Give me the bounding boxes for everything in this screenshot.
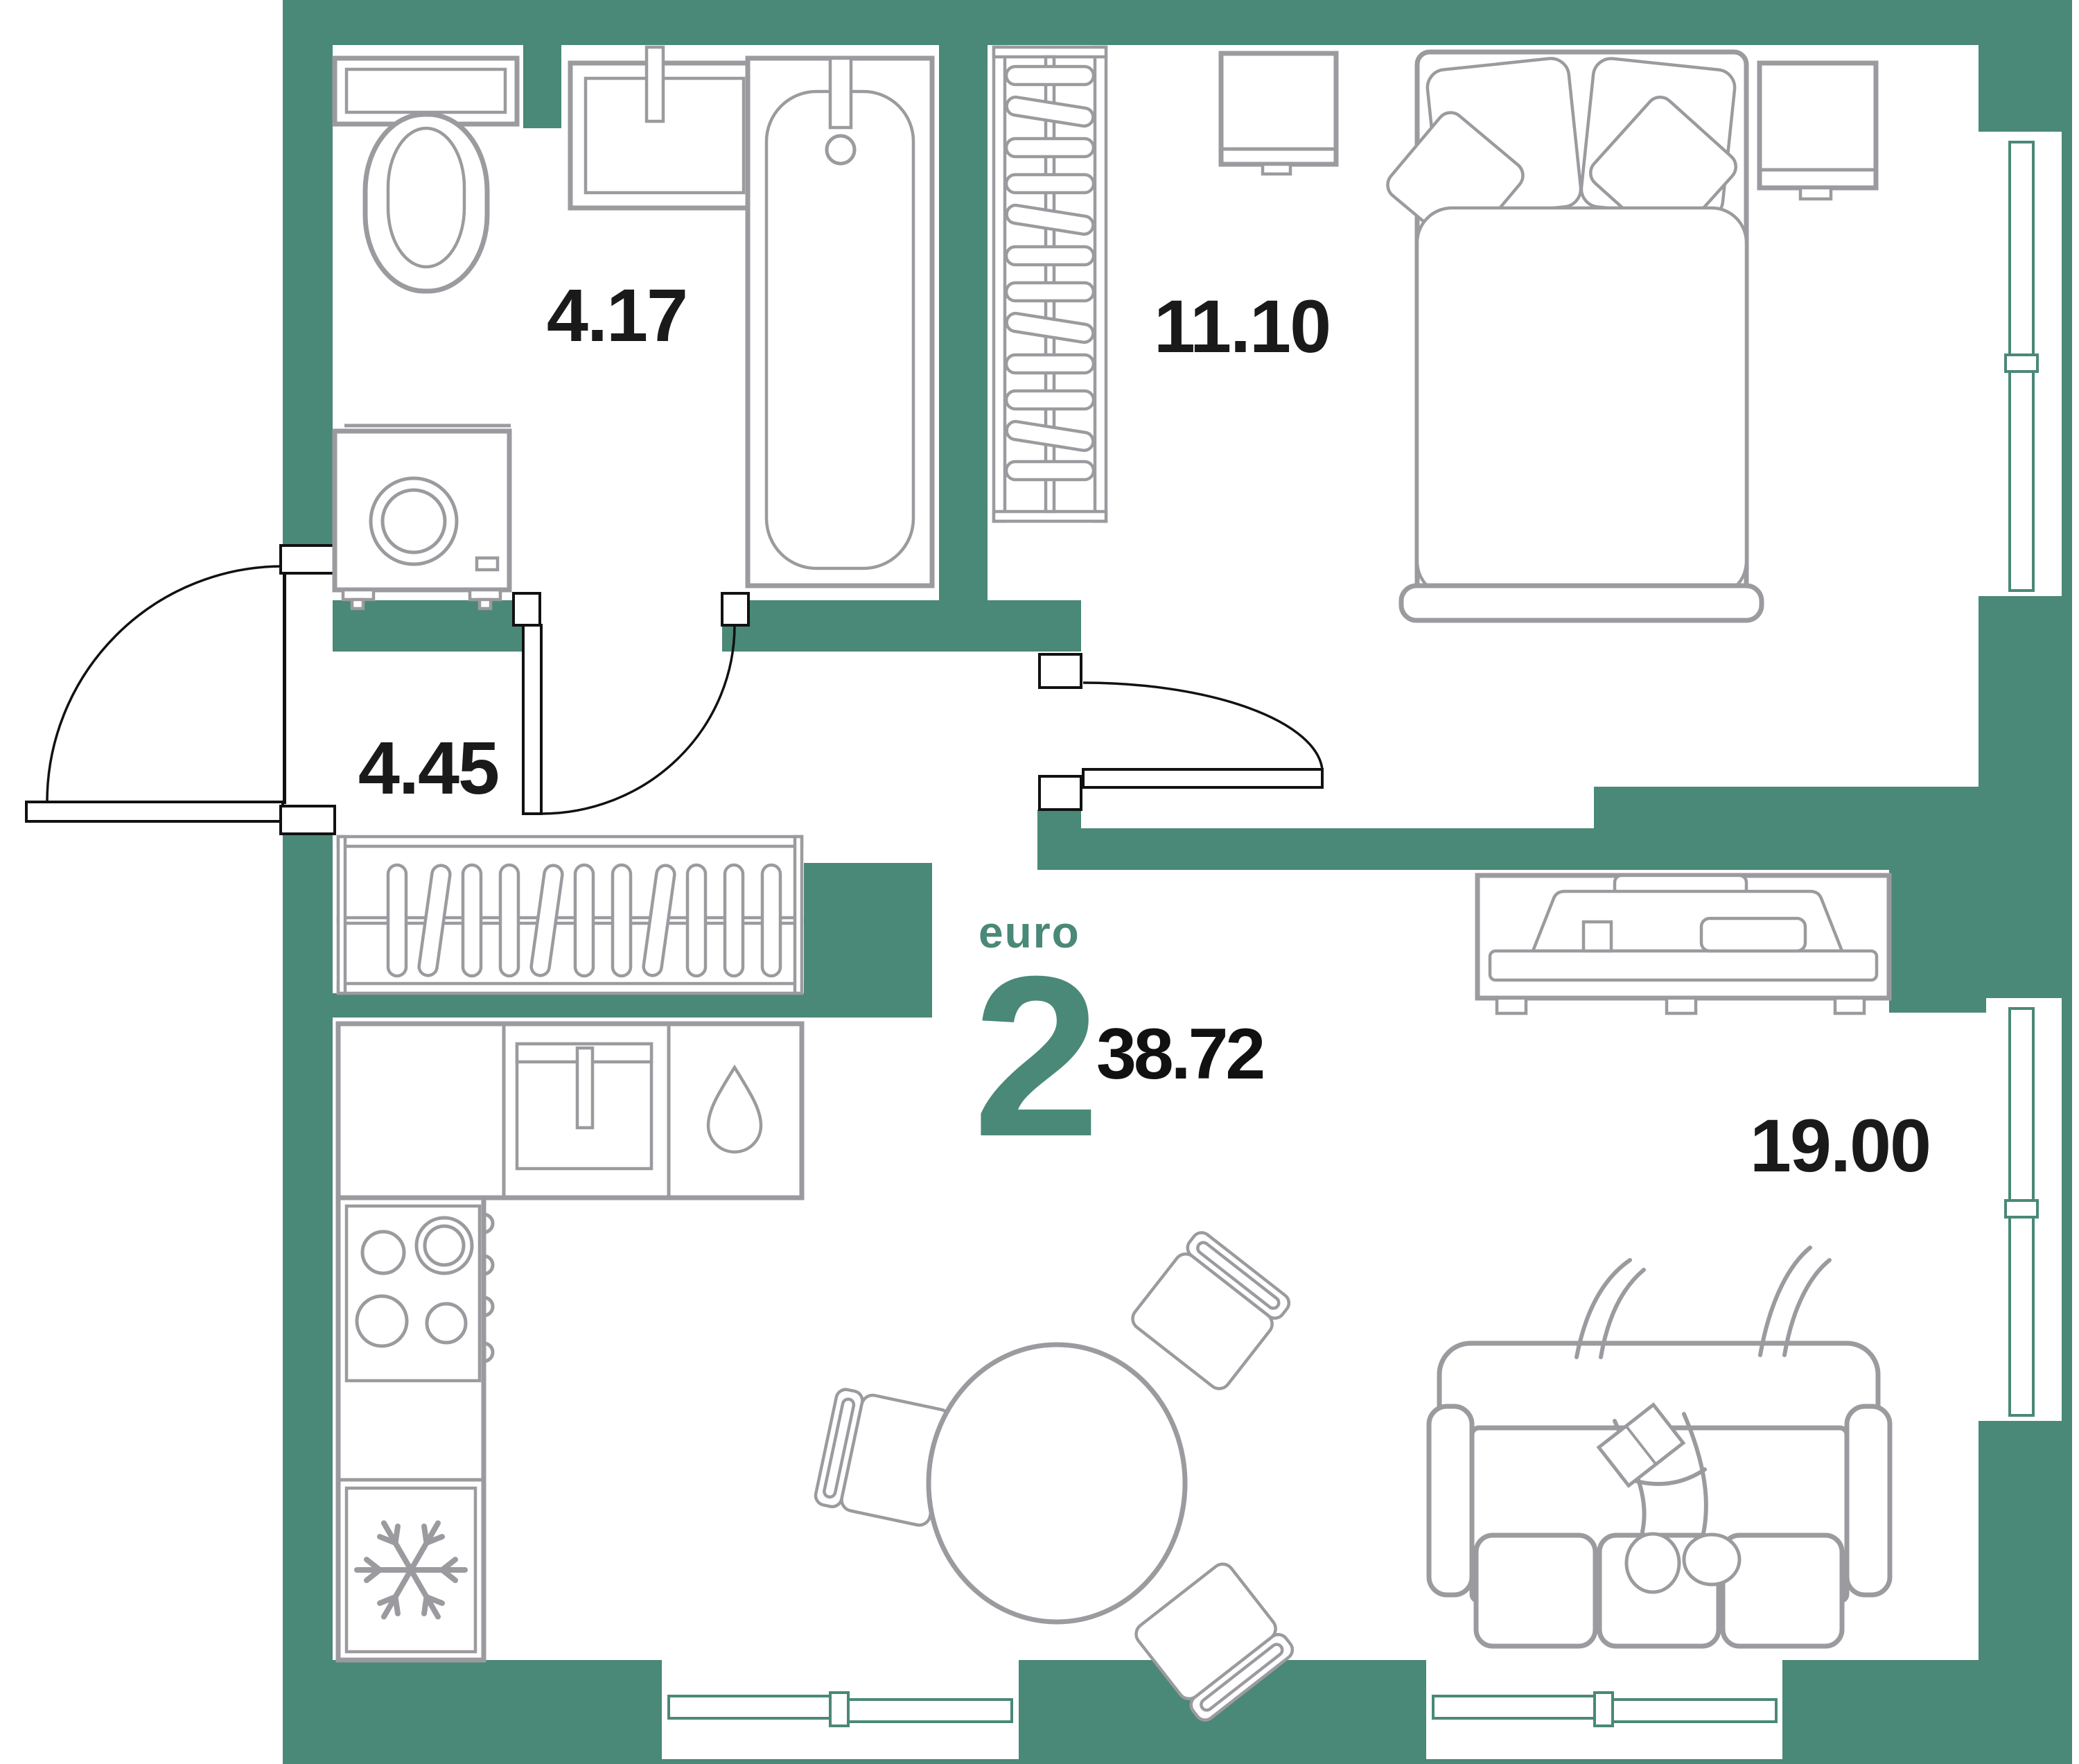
window-icon bbox=[1432, 1695, 1602, 1720]
window-icon bbox=[1606, 1698, 1778, 1723]
fridge-icon bbox=[344, 1486, 477, 1654]
sofa-icon bbox=[1426, 1246, 1893, 1649]
bedroom-door-swing-arc bbox=[1082, 681, 1324, 770]
snowflake-icon bbox=[354, 1520, 468, 1620]
bathroom-door bbox=[512, 592, 750, 815]
total-area-label: 38.72 bbox=[1096, 1014, 1263, 1094]
wall-top bbox=[283, 0, 2072, 45]
kitchen-column bbox=[335, 1195, 495, 1663]
wardrobe-hangers-icon bbox=[992, 45, 1108, 523]
kitchen-sink-icon bbox=[515, 1042, 653, 1171]
labels: 4.17 11.10 4.45 19.00 euro 2 38.72 bbox=[358, 273, 1931, 1187]
duvet bbox=[1415, 206, 1748, 598]
washing-machine-icon bbox=[332, 423, 512, 611]
wall-right-strip-living-window bbox=[2062, 998, 2072, 1421]
wall-bathroom-bottom-right bbox=[722, 600, 1081, 652]
entry-door-jamb-top bbox=[279, 544, 336, 575]
tv-stand-icon bbox=[1475, 873, 1892, 1015]
window-icon bbox=[2008, 141, 2035, 364]
chair-icon bbox=[1131, 1231, 1291, 1390]
stove-icon bbox=[344, 1204, 495, 1383]
window-icon bbox=[2008, 1007, 2035, 1207]
sink-icon bbox=[568, 45, 762, 211]
window-mullion bbox=[2004, 1199, 2039, 1219]
bedroom-window bbox=[2004, 141, 2039, 592]
wall-niche-stub bbox=[523, 45, 561, 128]
window-mullion bbox=[2004, 353, 2039, 373]
wall-hall-kitchen-band bbox=[333, 993, 932, 1018]
entry-door-leaf bbox=[25, 801, 284, 823]
wall-left-upper bbox=[283, 0, 333, 572]
entry-door-swing-arc bbox=[46, 565, 283, 803]
bathroom-door-jamb-right bbox=[721, 592, 750, 627]
wall-bedroom-hall-chunk bbox=[1037, 810, 1081, 870]
chair-icon bbox=[814, 1388, 952, 1527]
window-icon bbox=[841, 1698, 1013, 1723]
entry-door-jamb-bottom bbox=[279, 805, 336, 835]
wall-bottom-right bbox=[1782, 1660, 2072, 1764]
wall-divider-left bbox=[1081, 828, 1594, 870]
reading-person-icon bbox=[1574, 1246, 1832, 1594]
wall-sill-window2 bbox=[1426, 1759, 1782, 1764]
wall-left-lower bbox=[283, 828, 333, 1764]
entry-door-wall-edge bbox=[283, 572, 286, 804]
bed-icon bbox=[1386, 49, 1764, 623]
bedroom-door bbox=[1038, 653, 1324, 811]
window-mullion bbox=[829, 1691, 850, 1727]
hallway-area-label: 4.45 bbox=[358, 726, 498, 810]
window-icon bbox=[2008, 1212, 2035, 1417]
wall-right-top bbox=[1979, 0, 2072, 132]
window-mullion bbox=[1593, 1691, 1614, 1727]
entry-door bbox=[25, 544, 336, 835]
bedroom-area-label: 11.10 bbox=[1154, 284, 1330, 368]
dining-table-icon bbox=[926, 1342, 1188, 1625]
wall-hall-niche-chunk bbox=[804, 863, 932, 1018]
bathroom-door-swing-arc bbox=[541, 625, 736, 815]
bathroom-door-leaf bbox=[522, 624, 543, 815]
living-area-label: 19.00 bbox=[1750, 1103, 1930, 1187]
living-window-right bbox=[2004, 1007, 2039, 1417]
footboard bbox=[1398, 583, 1764, 623]
kitchen-counter bbox=[335, 1021, 805, 1200]
plan-type-label: euro bbox=[979, 907, 1080, 957]
rooms-count-label: 2 bbox=[973, 928, 1100, 1184]
bedroom-door-jamb-bottom bbox=[1038, 775, 1082, 811]
wall-right-mid bbox=[1979, 596, 2072, 998]
walls bbox=[283, 0, 2072, 1764]
wall-sill-window1 bbox=[662, 1759, 1019, 1764]
wall-right-strip-bedroom-window bbox=[2062, 132, 2072, 596]
living-window-bottom bbox=[1432, 1691, 1778, 1727]
desk-icon bbox=[1218, 51, 1339, 176]
window-icon bbox=[667, 1695, 838, 1720]
wall-bathroom-right bbox=[939, 45, 988, 652]
bathroom-area-label: 4.17 bbox=[547, 273, 687, 357]
dining-set bbox=[814, 1231, 1295, 1722]
wall-corner-chunk bbox=[1889, 787, 1986, 1013]
wall-bathroom-bottom-left bbox=[333, 600, 538, 652]
wall-bottom-left bbox=[283, 1660, 662, 1764]
bedroom-door-leaf bbox=[1082, 768, 1324, 789]
window-icon bbox=[2008, 367, 2035, 592]
wall-divider-right bbox=[1594, 787, 1892, 870]
toilet-icon bbox=[332, 55, 520, 294]
bedroom-door-jamb-top bbox=[1038, 653, 1082, 689]
nightstand-icon bbox=[1757, 60, 1879, 201]
chair-icon bbox=[1134, 1562, 1295, 1722]
kitchen-window-bottom bbox=[667, 1691, 1013, 1727]
bathroom-door-jamb-left bbox=[512, 592, 541, 627]
water-drop-icon bbox=[706, 1064, 763, 1154]
bathtub-icon bbox=[745, 55, 935, 588]
coat-rack-icon bbox=[336, 835, 804, 995]
